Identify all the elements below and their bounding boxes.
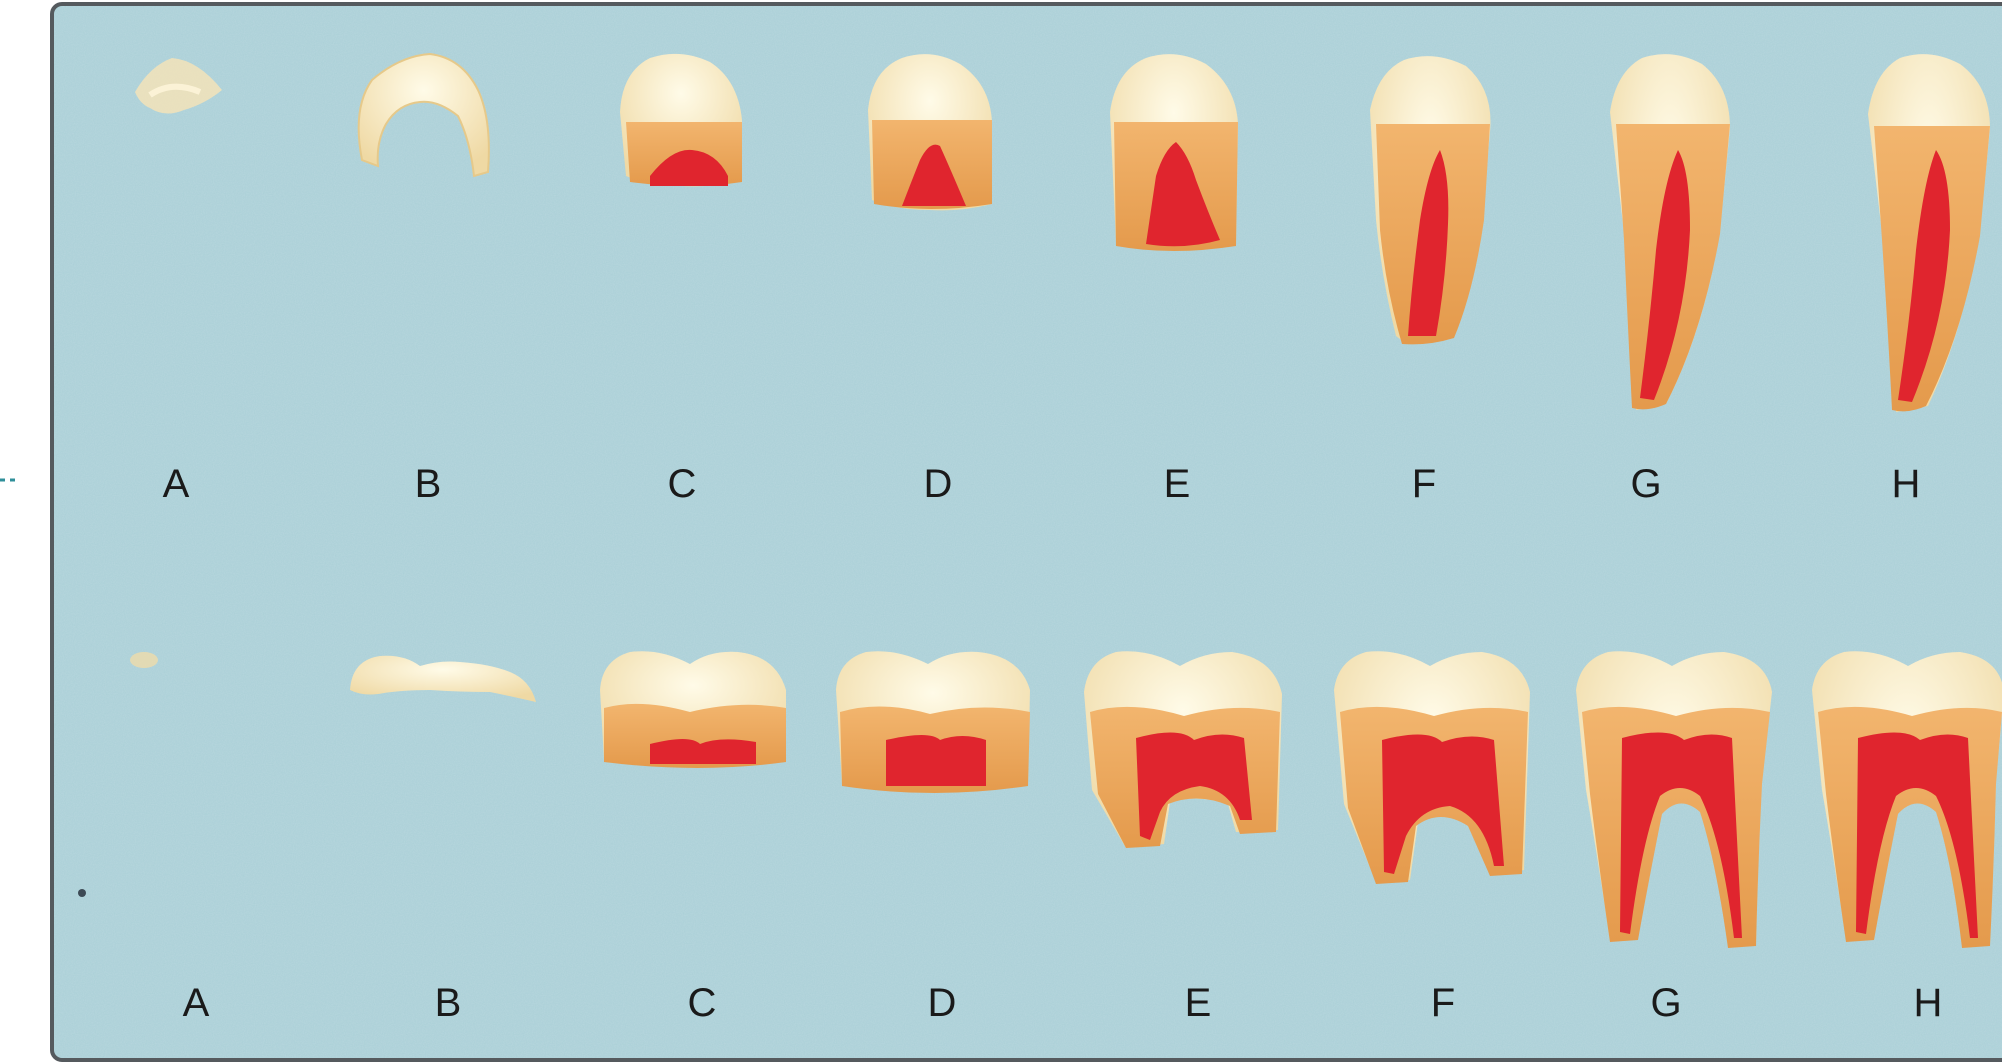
tooth-stage-d-top xyxy=(868,54,992,210)
stage-label-g-top: G xyxy=(1630,462,1661,506)
tooth-stage-c-bottom xyxy=(600,651,786,768)
stage-label-g-bottom: G xyxy=(1650,981,1681,1025)
stage-label-b-top: B xyxy=(415,462,442,506)
tooth-stage-d-bottom xyxy=(836,651,1030,793)
tooth-stage-e-top xyxy=(1110,54,1238,251)
stage-label-d-top: D xyxy=(924,462,953,506)
stage-label-c-bottom: C xyxy=(688,981,717,1025)
stage-label-b-bottom: B xyxy=(435,981,462,1025)
tooth-stage-c-top xyxy=(620,54,742,187)
stage-label-f-top: F xyxy=(1412,462,1436,506)
stage-label-d-bottom: D xyxy=(928,981,957,1025)
stage-label-e-top: E xyxy=(1164,462,1191,506)
stage-label-c-top: C xyxy=(668,462,697,506)
stage-label-f-bottom: F xyxy=(1431,981,1455,1025)
stage-label-e-bottom: E xyxy=(1185,981,1212,1025)
stage-label-a-top: A xyxy=(163,462,190,506)
stage-label-h-top: H xyxy=(1892,462,1921,506)
stage-label-h-bottom: H xyxy=(1914,981,1943,1025)
stage-label-a-bottom: A xyxy=(183,981,210,1025)
